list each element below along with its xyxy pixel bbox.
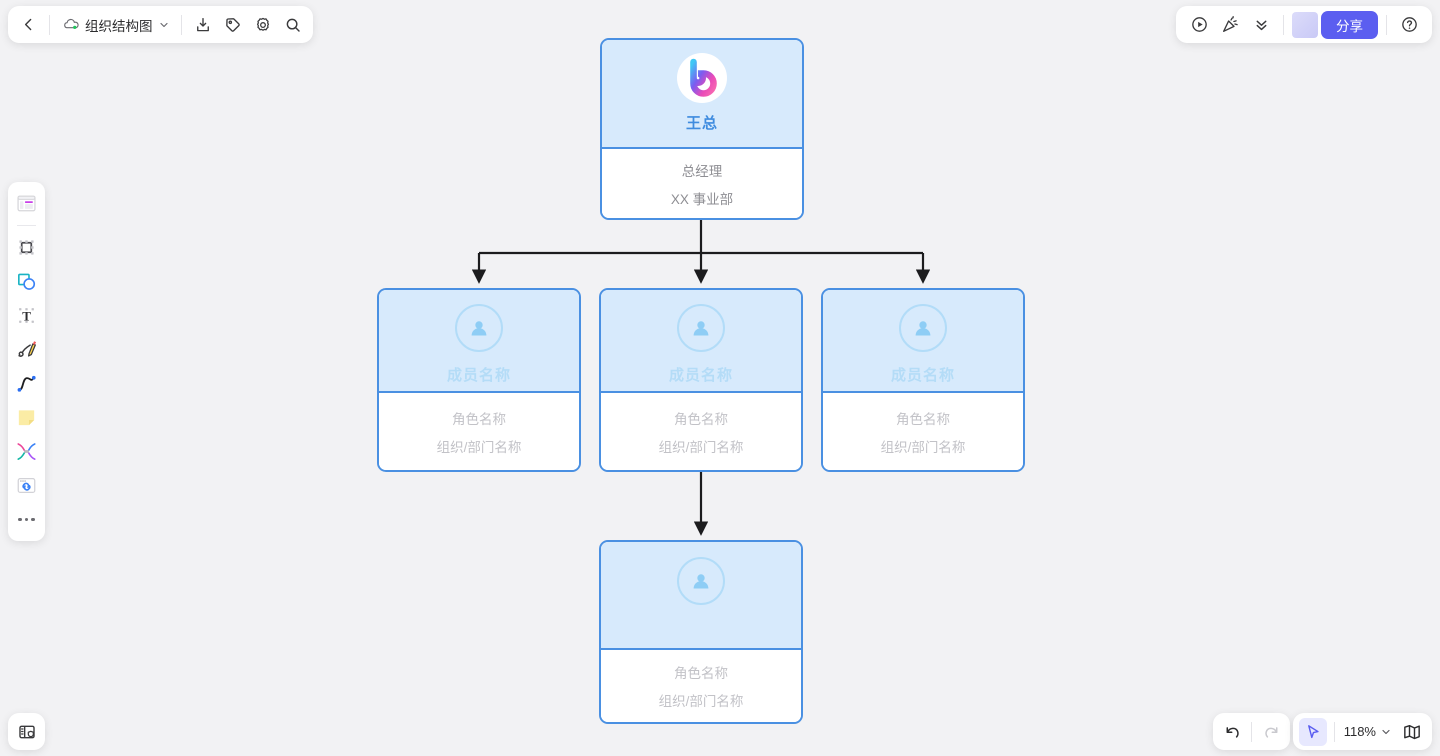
search-icon[interactable] [279, 11, 307, 39]
org-node-c3[interactable]: 成员名称 角色名称 组织/部门名称 [821, 288, 1025, 472]
sidebar-item-shapes[interactable] [11, 266, 42, 297]
divider [1251, 721, 1252, 742]
history-toolbar [1213, 713, 1290, 750]
org-node-role: 角色名称 [452, 411, 506, 427]
sidebar-item-curve[interactable] [11, 368, 42, 399]
double-chevron-down-icon[interactable] [1247, 11, 1275, 39]
org-node-name: 成员名称 [446, 367, 511, 384]
sidebar-item-more[interactable] [11, 504, 42, 535]
bottom-left-toolbar [8, 713, 45, 750]
download-box-icon[interactable] [189, 11, 217, 39]
org-node-name: 王总 [685, 115, 718, 132]
org-node-body: 总经理 XX 事业部 [602, 149, 802, 218]
org-node-header [601, 542, 801, 650]
top-left-toolbar: 组织结构图 [8, 6, 313, 43]
org-node-c2[interactable]: 成员名称 角色名称 组织/部门名称 [599, 288, 803, 472]
org-node-body: 角色名称 组织/部门名称 [823, 393, 1023, 470]
redo-arrow-icon[interactable] [1257, 718, 1285, 746]
person-placeholder-icon [455, 304, 503, 352]
b-logo-gradient-icon [677, 53, 727, 103]
org-node-g1[interactable]: 角色名称 组织/部门名称 [599, 540, 803, 724]
org-node-role: 角色名称 [674, 411, 728, 427]
person-placeholder-icon [677, 304, 725, 352]
avatar[interactable] [1292, 11, 1318, 38]
question-circle-icon[interactable] [1395, 11, 1423, 39]
document-title: 组织结构图 [85, 18, 153, 34]
panel-shield-icon[interactable] [13, 718, 41, 746]
divider [17, 225, 36, 226]
org-node-root[interactable]: 王总 总经理 XX 事业部 [600, 38, 804, 220]
divider [1386, 14, 1387, 35]
org-node-header: 王总 [602, 40, 802, 149]
sidebar-item-pen[interactable] [11, 334, 42, 365]
org-node-role: 角色名称 [896, 411, 950, 427]
chevron-down-icon [158, 19, 170, 31]
divider [1333, 721, 1335, 742]
org-node-body: 角色名称 组织/部门名称 [379, 393, 579, 470]
org-node-dept: 组织/部门名称 [880, 439, 966, 455]
sidebar-item-template[interactable] [11, 188, 42, 219]
org-node-dept: XX 事业部 [670, 191, 734, 207]
more-horizontal-icon [18, 517, 35, 522]
play-circle-icon[interactable] [1185, 11, 1213, 39]
org-node-role: 角色名称 [674, 666, 728, 681]
cloud-synced-icon [63, 16, 80, 33]
chevron-down-icon[interactable] [1380, 726, 1392, 738]
svg-text:T: T [22, 308, 31, 323]
org-node-dept: 组织/部门名称 [658, 694, 744, 709]
org-node-dept: 组织/部门名称 [436, 439, 522, 455]
org-node-c1[interactable]: 成员名称 角色名称 组织/部门名称 [377, 288, 581, 472]
org-node-header: 成员名称 [601, 290, 801, 393]
org-node-header: 成员名称 [379, 290, 579, 393]
party-popper-icon[interactable] [1216, 11, 1244, 39]
divider [180, 14, 182, 35]
left-tool-sidebar: T [8, 182, 45, 541]
back-icon[interactable] [14, 11, 42, 39]
sidebar-item-sticky-note[interactable] [11, 402, 42, 433]
org-node-role: 总经理 [681, 163, 723, 179]
undo-arrow-icon[interactable] [1218, 718, 1246, 746]
cursor-pointer-icon[interactable] [1298, 717, 1327, 746]
org-node-dept: 组织/部门名称 [658, 439, 744, 455]
org-node-body: 角色名称 组织/部门名称 [601, 650, 801, 722]
person-placeholder-icon [899, 304, 947, 352]
minimap-book-icon[interactable] [1398, 718, 1426, 746]
zoom-level-label[interactable]: 118% [1343, 724, 1376, 739]
zoom-toolbar: 118% [1292, 713, 1432, 750]
sidebar-item-mindmap[interactable] [11, 436, 42, 467]
divider [49, 14, 50, 35]
share-button[interactable]: 分享 [1321, 10, 1378, 39]
document-title-button[interactable]: 组织结构图 [57, 11, 174, 39]
top-right-toolbar: 分享 [1176, 6, 1432, 43]
gear-icon[interactable] [249, 11, 277, 39]
divider [1283, 14, 1284, 35]
sidebar-item-frame[interactable] [11, 232, 42, 263]
org-node-name: 成员名称 [890, 367, 955, 384]
org-node-body: 角色名称 组织/部门名称 [601, 393, 801, 470]
sidebar-item-embed-link[interactable] [11, 470, 42, 501]
sidebar-item-text[interactable]: T [11, 300, 42, 331]
person-placeholder-icon [677, 557, 725, 605]
tag-icon[interactable] [219, 11, 247, 39]
org-node-header: 成员名称 [823, 290, 1023, 393]
org-node-name: 成员名称 [668, 367, 733, 384]
